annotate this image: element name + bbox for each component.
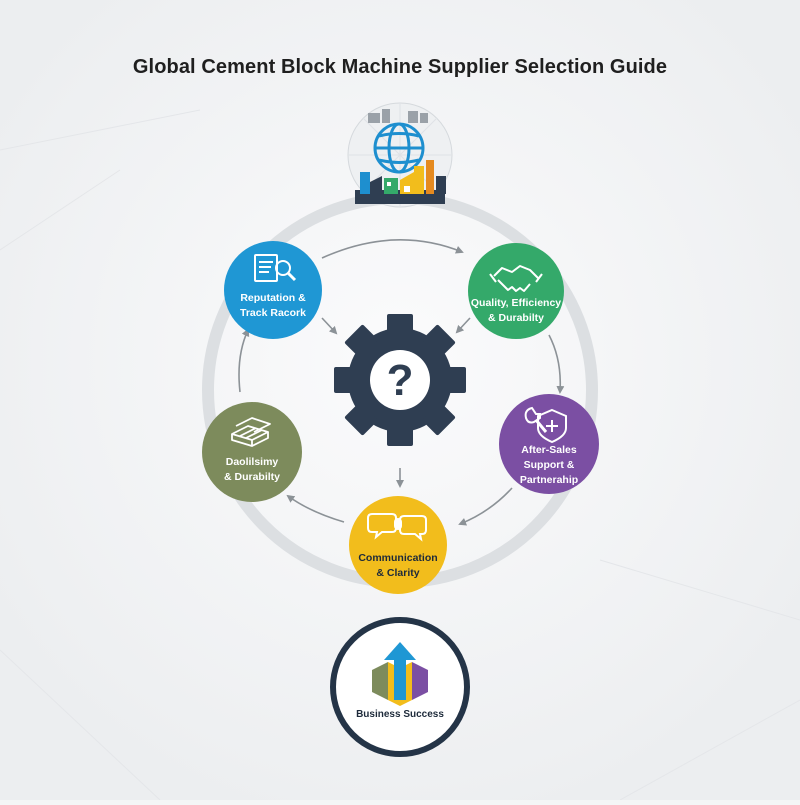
wrench-shield-icon bbox=[524, 406, 567, 444]
label-quality-line2: & Durabilty bbox=[487, 312, 544, 324]
label-aftersales-line2: Support & bbox=[523, 459, 575, 471]
growth-arrow-icon bbox=[372, 642, 428, 706]
gear-question-mark: ? bbox=[387, 356, 414, 405]
gear-icon: ? bbox=[334, 314, 466, 446]
arrow-aftersales-to-communication bbox=[458, 487, 513, 526]
label-aftersales-line1: After-Sales bbox=[521, 444, 577, 456]
factory-icon bbox=[355, 160, 446, 204]
label-communication-line1: Communication bbox=[358, 552, 438, 564]
label-reputation-line1: Reputation & bbox=[240, 292, 306, 304]
arrow-reputation-to-quality bbox=[321, 239, 464, 259]
document-search-icon bbox=[254, 254, 297, 282]
label-communication: Communication & Clarity bbox=[348, 551, 448, 581]
label-aftersales-line3: Partnerahip bbox=[519, 474, 579, 486]
stacked-blocks-icon bbox=[231, 417, 271, 447]
handshake-icon bbox=[489, 265, 543, 292]
globe-icon bbox=[373, 122, 425, 174]
label-communication-line2: & Clarity bbox=[376, 567, 420, 579]
label-quality-line1: Quality, Efficiency bbox=[470, 297, 562, 309]
arrow-communication-to-durability bbox=[286, 494, 345, 523]
outcome-business-success bbox=[330, 617, 470, 757]
node-durability bbox=[202, 402, 302, 502]
arrow-quality-to-aftersales bbox=[548, 334, 565, 394]
label-quality: Quality, Efficiency & Durabilty bbox=[461, 296, 571, 326]
node-aftersales bbox=[499, 394, 599, 494]
chat-bubbles-icon bbox=[367, 513, 427, 542]
label-durability: Daolilsimy & Durabilty bbox=[202, 455, 302, 485]
cycle-arrows bbox=[238, 239, 565, 526]
node-quality bbox=[468, 243, 564, 339]
label-aftersales: After-Sales Support & Partnerahip bbox=[499, 443, 599, 488]
page-title: Global Cement Block Machine Supplier Sel… bbox=[132, 56, 668, 78]
inward-arrows bbox=[321, 317, 471, 488]
arrow-durability-to-reputation bbox=[238, 328, 250, 393]
label-durability-line1: Daolilsimy bbox=[225, 456, 279, 468]
label-reputation-line2: Track Racork bbox=[240, 307, 306, 319]
background-buildings bbox=[368, 109, 428, 123]
label-reputation: Reputation & Track Racork bbox=[223, 291, 323, 321]
top-hub bbox=[347, 102, 453, 208]
label-durability-line2: & Durabilty bbox=[223, 471, 280, 483]
node-reputation bbox=[224, 241, 322, 339]
background-lines bbox=[0, 109, 800, 801]
node-communication bbox=[349, 496, 447, 594]
outcome-label: Business Success bbox=[356, 709, 444, 720]
